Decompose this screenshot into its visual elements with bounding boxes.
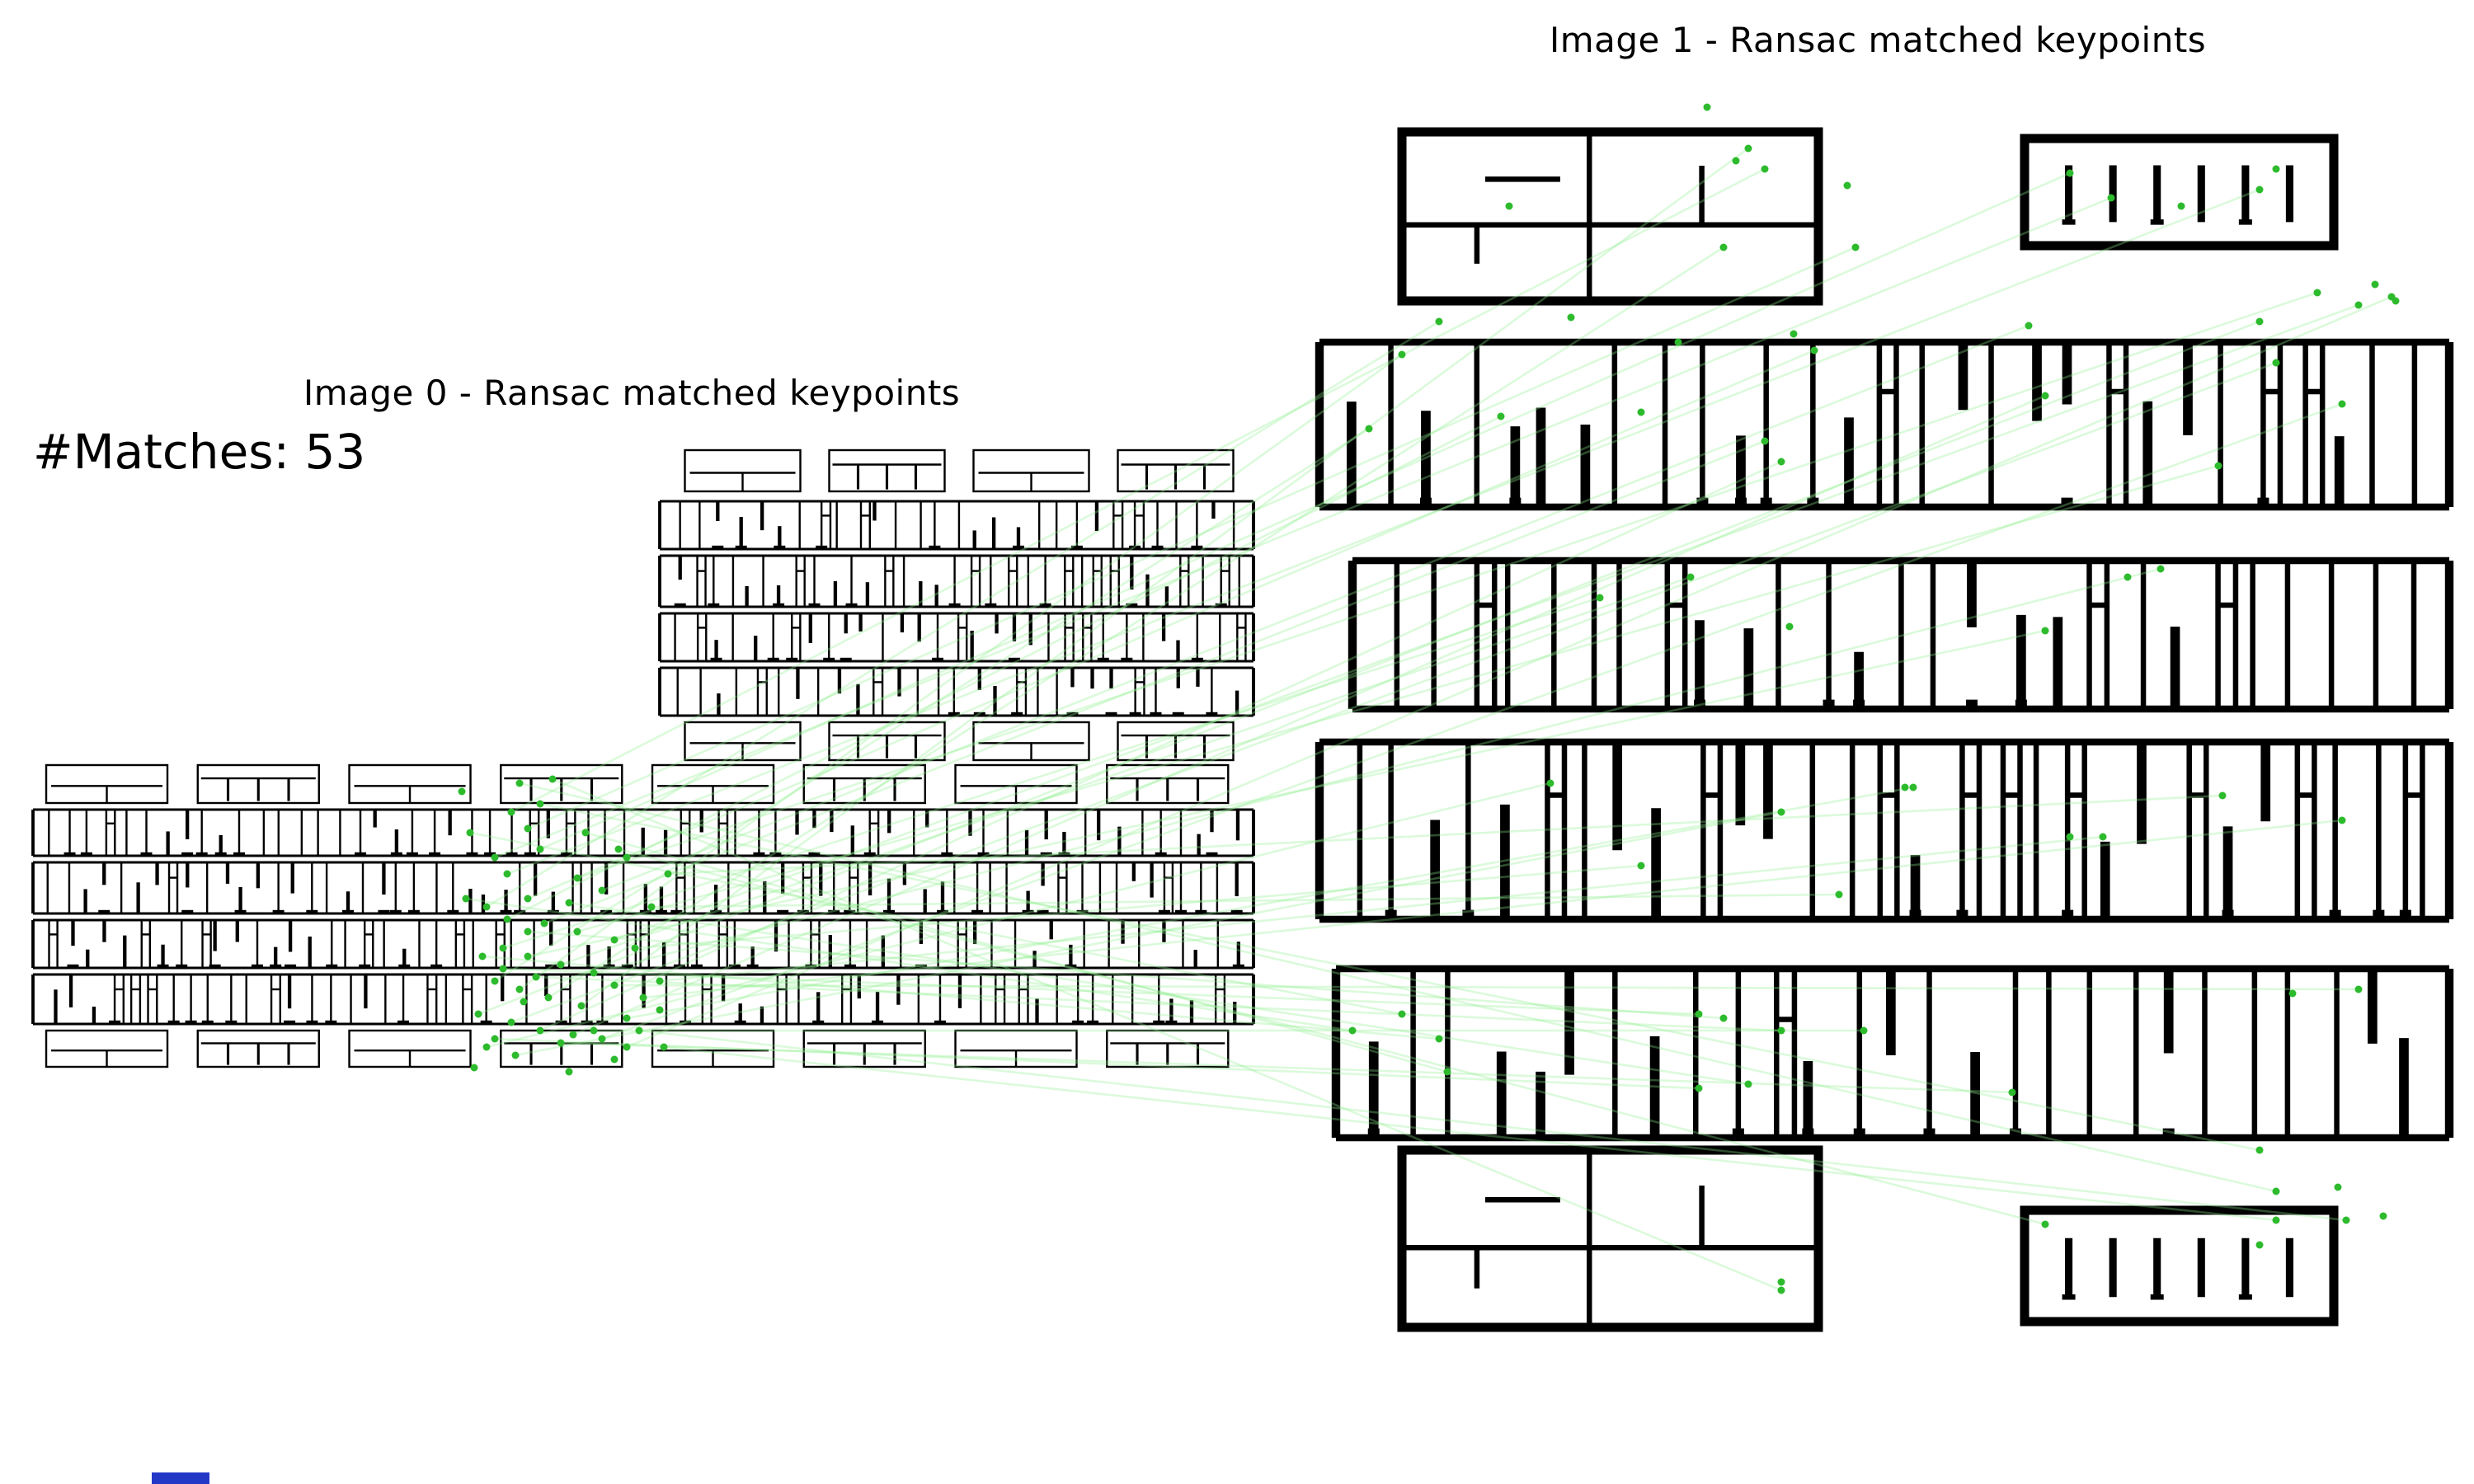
match-count-label: #Matches: 53 <box>33 424 366 480</box>
image1-title: Image 1 - Ransac matched keypoints <box>1549 20 2207 60</box>
image0-title: Image 0 - Ransac matched keypoints <box>303 373 961 413</box>
blue-mark <box>152 1472 209 1484</box>
